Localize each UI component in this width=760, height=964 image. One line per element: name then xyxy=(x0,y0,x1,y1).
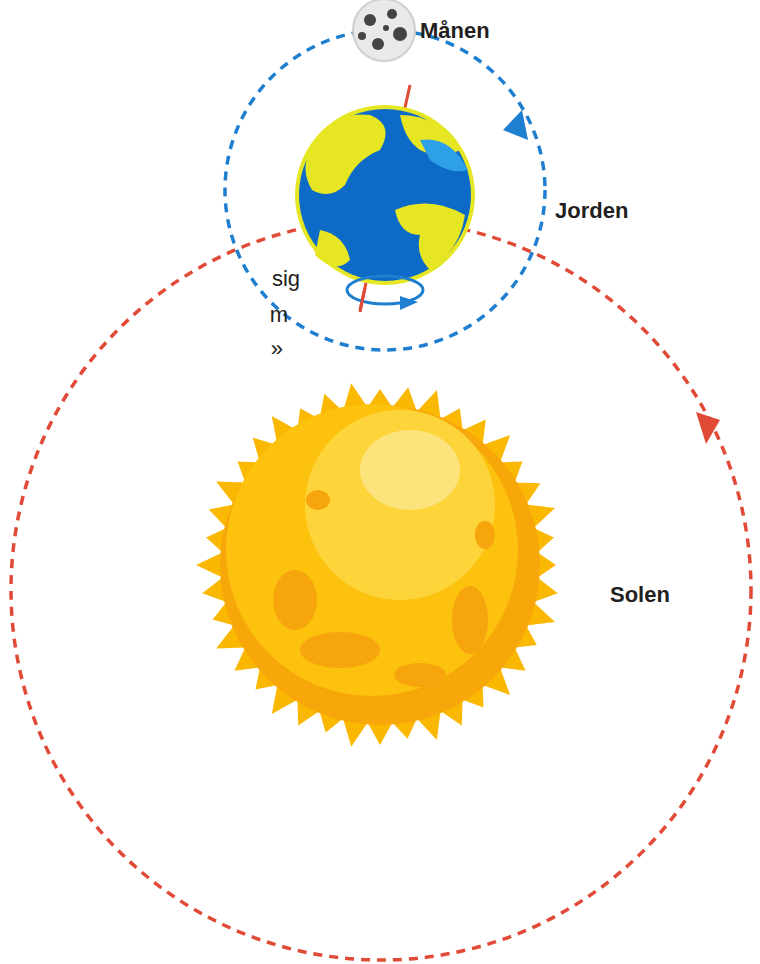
body-label: Jorden xyxy=(555,200,628,222)
text-fragment: m xyxy=(270,304,288,326)
orbit-arrow xyxy=(503,110,528,140)
body-label: Månen xyxy=(420,20,490,42)
moon-orbit xyxy=(225,30,545,350)
text-fragment: » xyxy=(271,338,283,360)
text-fragment: sig xyxy=(272,268,300,290)
sun-figure xyxy=(196,383,558,746)
sun-node: Solen xyxy=(200,400,690,730)
orbit-arrow xyxy=(696,412,720,444)
moon-figure xyxy=(353,0,415,61)
moon-node: Månen xyxy=(350,0,520,64)
earth-node: Jorden xyxy=(295,100,635,290)
earth-figure xyxy=(295,85,475,312)
body-label: Solen xyxy=(610,584,670,606)
earth-orbit xyxy=(11,220,751,960)
